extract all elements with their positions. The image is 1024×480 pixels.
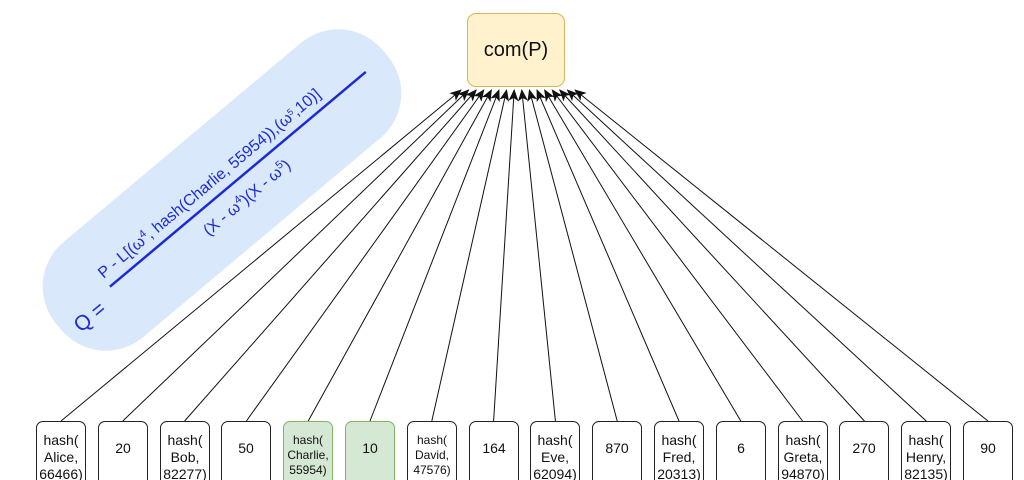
edge-arrow: [551, 89, 803, 422]
leaf-node[interactable]: 50: [221, 421, 271, 480]
leaf-label: 6: [737, 439, 745, 456]
leaf-node[interactable]: hash( Charlie, 55954): [283, 421, 333, 480]
leaf-node[interactable]: 90: [963, 421, 1013, 480]
edge-arrow: [517, 89, 556, 422]
leaf-label: 20: [115, 439, 131, 456]
leaf-label: 50: [238, 439, 254, 456]
edge-arrow: [184, 89, 477, 422]
leaf-node[interactable]: 10: [345, 421, 395, 480]
leaf-label: hash( Bob, 82277): [163, 432, 207, 480]
edge-arrow: [431, 89, 510, 422]
leaf-label: 270: [852, 439, 876, 456]
leaf-node[interactable]: hash( Fred, 20313): [654, 421, 704, 480]
leaf-label: hash( David, 47576): [413, 433, 451, 477]
edge-arrow: [245, 89, 485, 422]
leaf-node[interactable]: hash( Bob, 82277): [160, 421, 210, 480]
leaf-node[interactable]: hash( Greta, 94870): [778, 421, 828, 480]
leaf-node[interactable]: hash( David, 47576): [407, 421, 457, 480]
leaf-label: 10: [362, 439, 378, 456]
edge-arrow: [369, 89, 500, 422]
leaf-node[interactable]: 870: [592, 421, 642, 480]
leaf-node[interactable]: hash( Eve, 62094): [530, 421, 580, 480]
edge-arrow: [536, 89, 680, 422]
edge-arrow: [122, 89, 470, 422]
leaf-label: hash( Alice, 66466): [39, 432, 83, 480]
leaf-label: hash( Fred, 20313): [657, 432, 701, 480]
leaf-node[interactable]: 20: [98, 421, 148, 480]
leaf-node[interactable]: 164: [469, 421, 519, 480]
leaf-label: 90: [980, 439, 996, 456]
leaf-label: hash( Charlie, 55954): [287, 433, 329, 477]
leaf-node[interactable]: hash( Henry, 82135): [901, 421, 951, 480]
leaf-node[interactable]: hash( Alice, 66466): [36, 421, 86, 480]
edge-arrow: [566, 89, 927, 422]
leaf-label: 870: [605, 439, 629, 456]
leaf-label: hash( Eve, 62094): [533, 432, 577, 480]
root-commitment-node[interactable]: com(P): [467, 13, 565, 87]
edge-arrow: [527, 89, 618, 422]
edge-arrow: [60, 89, 462, 422]
leaf-label: hash( Henry, 82135): [904, 432, 948, 480]
leaf-node[interactable]: 6: [716, 421, 766, 480]
edge-arrow: [559, 89, 865, 422]
edge-arrow: [574, 89, 989, 422]
leaf-label: 164: [482, 439, 506, 456]
edge-arrow: [307, 89, 492, 422]
edge-arrow: [544, 89, 742, 422]
edge-arrow: [493, 89, 519, 422]
leaf-node[interactable]: 270: [839, 421, 889, 480]
leaf-label: hash( Greta, 94870): [781, 432, 825, 480]
